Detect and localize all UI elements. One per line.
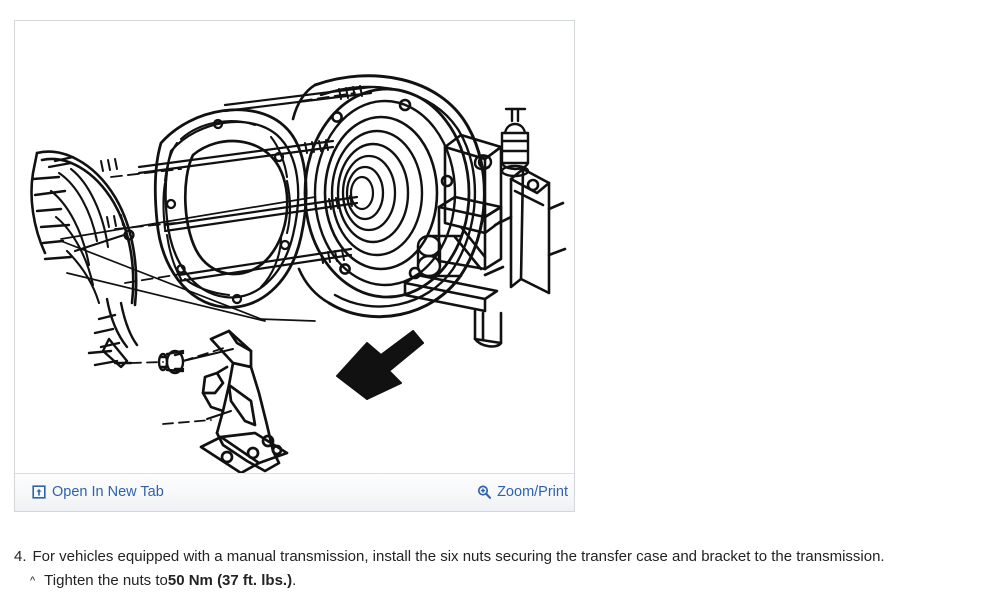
zoom-print-label: Zoom/Print [497, 484, 568, 500]
output-adapter-cylinders [416, 234, 463, 278]
caret-bullet-icon: ^ [30, 575, 36, 587]
substep-text-before: Tighten the nuts to [44, 572, 168, 589]
substep-text-after: . [292, 572, 297, 589]
gasket-bolt-hole [176, 264, 186, 274]
open-in-new-tab-label: Open In New Tab [52, 484, 164, 500]
bracket-mounting-nut [157, 349, 185, 375]
case-mounting-boss [398, 98, 412, 112]
bracket-stud-line [182, 348, 234, 420]
bellhousing-lower-tail [87, 297, 139, 369]
transfer-case-diagram-svg [15, 21, 574, 473]
step-number: 4. [14, 548, 27, 565]
bellhousing-cut-hatching [31, 175, 73, 261]
case-mounting-boss [331, 111, 343, 123]
instruction-block: 4. For vehicles equipped with a manual t… [0, 546, 1001, 593]
installation-direction-arrow [336, 330, 424, 400]
bellhousing-hatch-short [47, 155, 75, 169]
gasket-bolt-hole [273, 151, 285, 163]
case-mounting-boss [339, 263, 351, 275]
bellhousing-stud-shaft [73, 233, 126, 253]
torque-spec-value: 50 Nm (37 ft. lbs.) [167, 572, 293, 589]
rear-output-flange [403, 273, 503, 348]
image-viewer-toolbar: Open In New Tab Zoom/Print [15, 473, 574, 511]
case-mounting-boss [440, 174, 454, 188]
step-4-line: 4. For vehicles equipped with a manual t… [0, 546, 1001, 567]
zoom-print-link[interactable]: Zoom/Print [477, 483, 568, 501]
gasket-bolt-hole [231, 293, 243, 305]
transmission-mount-bracket [199, 329, 289, 473]
open-in-new-tab-link[interactable]: Open In New Tab [32, 483, 164, 501]
bellhousing-ribs [49, 167, 110, 305]
step-text: For vehicles equipped with a manual tran… [32, 548, 885, 565]
transfer-case-body [291, 74, 486, 319]
gasket-bolt-hole [212, 118, 224, 130]
gasket-bolt-hole [279, 239, 291, 251]
technical-diagram-figure[interactable] [15, 21, 574, 473]
transfer-case-bracket-arm [483, 167, 567, 295]
image-viewer-panel: Open In New Tab Zoom/Print [14, 20, 575, 512]
open-in-new-tab-icon [32, 485, 46, 499]
magnifier-plus-icon [477, 485, 492, 499]
gasket-bolt-hole [165, 198, 177, 210]
substep-torque-line: ^ Tighten the nuts to 50 Nm (37 ft. lbs.… [0, 570, 1001, 593]
